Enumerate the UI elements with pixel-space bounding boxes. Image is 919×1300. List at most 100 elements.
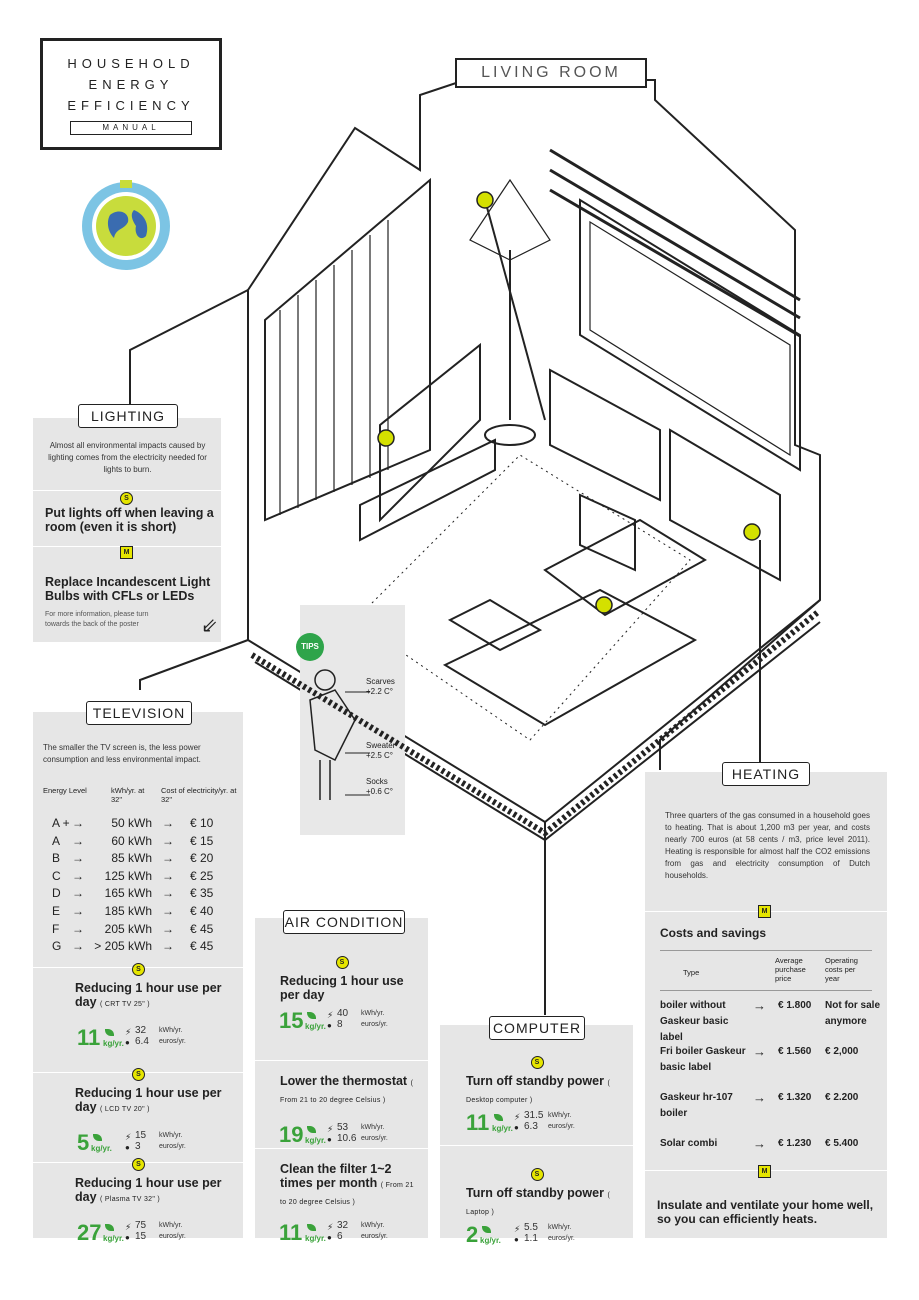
leaf-icon <box>105 1224 114 1231</box>
heating-type: Gaskeur hr-107 boiler <box>660 1092 733 1119</box>
heating-operating-cost: € 2,000 <box>825 1046 859 1057</box>
savings-badge: S <box>132 1158 145 1171</box>
arrow-icon: → <box>162 939 174 954</box>
savings-co2-unit: kg/yr. <box>492 1124 513 1133</box>
arrow-icon: → <box>162 816 174 830</box>
tv-energy-kwh: > 205 kWh <box>94 939 152 954</box>
savings-euro-value: 8 <box>337 1019 343 1030</box>
arrow-icon: → <box>753 1136 766 1151</box>
tv-col-kwh: kWh/yr. at 32" <box>111 786 145 804</box>
arrow-icon: → <box>162 868 174 883</box>
heating-col-avg: Average purchase price <box>775 956 806 983</box>
savings-subtitle: ( CRT TV 25" ) <box>100 1001 150 1008</box>
savings-badge: S <box>132 1068 145 1081</box>
tv-energy-level: E <box>52 904 61 918</box>
arrow-icon: → <box>753 1044 766 1059</box>
savings-subtitle: ( Plasma TV 32" ) <box>100 1196 161 1203</box>
savings-kwh-value: 53 <box>337 1122 349 1133</box>
title-line-2: ENERGY <box>88 77 174 92</box>
tv-energy-kwh: 165 kWh <box>104 886 152 901</box>
savings-badge: S <box>132 963 145 976</box>
arrow-icon: ⇙ <box>201 615 218 637</box>
tv-energy-cost: € 20 <box>190 851 214 866</box>
title-manual-ribbon: MANUAL <box>70 121 192 135</box>
savings-title: Reducing 1 hour use per day <box>280 974 420 1002</box>
television-header: TELEVISION <box>86 701 192 725</box>
arrow-icon: → <box>753 998 766 1013</box>
savings-title-text: Reducing 1 hour use per day <box>280 974 404 1002</box>
tips-socks-label: Socks <box>366 777 388 786</box>
tips-sweater-value: +2.5 C° <box>366 751 393 760</box>
tips-socks-value: +0.6 C° <box>366 787 393 796</box>
lighting-tip-1: Put lights off when leaving a room (even… <box>45 506 214 534</box>
savings-co2-value: 11 <box>77 1025 101 1050</box>
savings-kwh-value: 75 <box>135 1220 147 1231</box>
lightning-icon: ⚡ <box>125 1222 132 1232</box>
lightning-icon: ⚡ <box>125 1027 132 1037</box>
lighting-badge-s: S <box>120 492 133 505</box>
globe-logo <box>80 180 172 272</box>
savings-euro-unit: euros/yr. <box>361 1233 388 1240</box>
savings-subtitle: ( Laptop ) <box>466 1192 611 1216</box>
savings-co2-value: 11 <box>279 1220 303 1245</box>
savings-euro-value: 3 <box>135 1141 141 1152</box>
savings-euro-unit: euros/yr. <box>548 1235 575 1242</box>
coin-icon: ● <box>125 1233 130 1242</box>
savings-kwh-unit: kWh/yr. <box>361 1222 385 1229</box>
lighting-note: For more information, please turn toward… <box>45 611 149 628</box>
lightning-icon: ⚡ <box>125 1132 132 1142</box>
savings-euro-value: 10.6 <box>337 1133 357 1144</box>
coin-icon: ● <box>327 1135 332 1144</box>
arrow-icon: → <box>72 904 84 918</box>
arrow-icon: → <box>72 851 84 866</box>
heating-type: Fri boiler Gaskeur basic label <box>660 1046 746 1073</box>
tips-badge-label: TIPS <box>301 642 319 651</box>
aircon-header: AIR CONDITION <box>283 910 405 934</box>
coin-icon: ● <box>514 1123 519 1132</box>
heating-avg-price: € 1.320 <box>778 1092 812 1103</box>
savings-kwh-unit: kWh/yr. <box>548 1112 572 1119</box>
coin-icon: ● <box>327 1233 332 1242</box>
leaf-icon <box>105 1029 114 1036</box>
savings-kwh-unit: kWh/yr. <box>361 1124 385 1131</box>
lighting-panel: Almost all environmental impacts caused … <box>33 418 221 642</box>
savings-title: Reducing 1 hour use per day ( CRT TV 25"… <box>75 981 235 1012</box>
arrow-icon: → <box>72 939 84 954</box>
leaf-icon <box>494 1114 503 1121</box>
savings-euro-unit: euros/yr. <box>361 1135 388 1142</box>
lightning-icon: ⚡ <box>327 1222 334 1232</box>
savings-kwh-value: 32 <box>337 1220 349 1231</box>
savings-title-text: Turn off standby power <box>466 1074 604 1088</box>
tv-energy-cost: € 40 <box>190 904 214 918</box>
savings-co2-value: 27 <box>77 1220 102 1245</box>
tv-energy-row: D→165 kWh→€ 35 <box>50 886 230 902</box>
heating-type: Solar combi <box>660 1138 718 1149</box>
tv-energy-cost: € 15 <box>190 833 214 848</box>
savings-title-text: Reducing 1 hour use per day <box>75 1176 222 1204</box>
savings-title: Turn off standby power ( Laptop ) <box>466 1186 625 1220</box>
savings-subtitle: ( Desktop computer ) <box>466 1080 611 1104</box>
tv-energy-row: F→205 kWh→€ 45 <box>50 922 230 938</box>
savings-co2-value: 19 <box>279 1122 304 1147</box>
heating-intro: Three quarters of the gas consumed in a … <box>665 811 870 880</box>
savings-co2-unit: kg/yr. <box>305 1234 326 1243</box>
tv-energy-cost: € 25 <box>190 868 214 883</box>
tv-energy-level: A + <box>52 816 70 830</box>
savings-title-text: Turn off standby power <box>466 1186 604 1200</box>
savings-kwh-value: 5.5 <box>524 1222 538 1233</box>
leaf-icon <box>307 1126 316 1133</box>
tv-intro: The smaller the TV screen is, the less p… <box>43 743 201 764</box>
aircon-panel <box>255 918 428 1238</box>
savings-euro-unit: euros/yr. <box>361 1021 388 1028</box>
savings-euro-value: 6 <box>337 1231 343 1242</box>
coin-icon: ● <box>125 1143 130 1152</box>
savings-kwh-value: 15 <box>135 1130 147 1141</box>
savings-kwh-unit: kWh/yr. <box>159 1027 183 1034</box>
tips-scarves-label: Scarves <box>366 677 395 686</box>
arrow-icon: → <box>162 851 174 866</box>
savings-euro-value: 15 <box>135 1231 147 1242</box>
leaf-icon <box>93 1134 102 1141</box>
tips-socks: Socks +0.6 C° <box>366 777 393 797</box>
heating-col-op: Operating costs per year <box>825 956 858 983</box>
